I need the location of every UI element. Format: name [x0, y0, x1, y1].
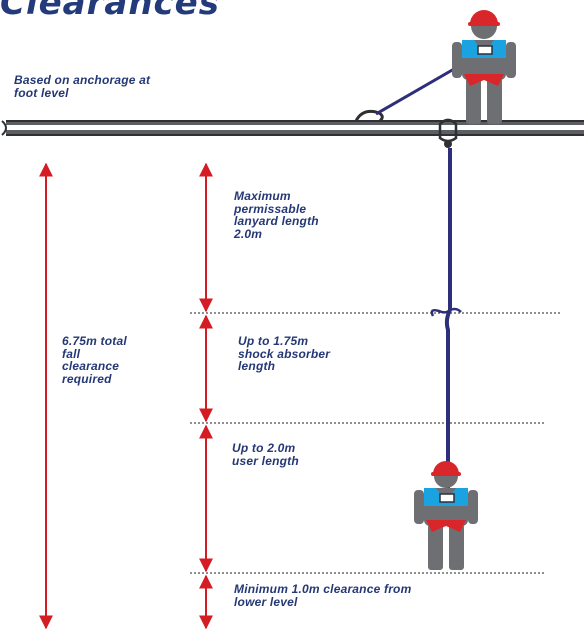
total-label-line-3: clearance [62, 359, 120, 374]
total-label-line-4: required [62, 371, 112, 386]
lanyard-label-line-2: permissable [234, 201, 307, 216]
page-title: Clearances [0, 0, 220, 23]
total-label-line-1: 6.75m total [62, 334, 127, 348]
reference-lines [190, 312, 560, 574]
shock-absorber-hook [430, 307, 462, 317]
lanyard-line [444, 148, 452, 490]
anchor-loop [354, 109, 384, 123]
anchorage-note-line-2: foot level [14, 85, 69, 100]
anchor-point [438, 118, 458, 148]
shock-label-line-3: length [238, 359, 276, 374]
lanyard-label-line-4: 2.0m [234, 226, 263, 241]
user-label-line-2: user length [232, 453, 299, 468]
total-clearance-label: 6.75m total fall clearance required [62, 335, 127, 385]
lanyard-label-line-1: Maximum [234, 189, 291, 203]
upper-worker-figure [452, 10, 516, 124]
minimum-clearance-label: Minimum 1.0m clearance from lower level [234, 583, 411, 608]
dimension-arrows [39, 162, 213, 630]
clearance-label-line-1: Minimum 1.0m clearance from [234, 582, 412, 596]
anchorage-note: Based on anchorage at foot level [14, 74, 150, 99]
lanyard-length-label: Maximum permissable lanyard length 2.0m [234, 190, 319, 240]
lanyard-label-line-3: lanyard length [234, 214, 319, 229]
anchorage-note-line-1: Based on anchorage at [14, 73, 151, 87]
shock-label-line-2: shock absorber [238, 346, 331, 361]
shock-absorber-label: Up to 1.75m shock absorber length [238, 335, 330, 373]
total-label-line-2: fall [62, 346, 81, 361]
lower-worker-figure [414, 461, 478, 570]
user-label-line-1: Up to 2.0m [232, 441, 296, 455]
shock-label-line-1: Up to 1.75m [238, 334, 309, 348]
user-length-label: Up to 2.0m user length [232, 442, 299, 467]
clearance-label-line-2: lower level [234, 594, 298, 609]
